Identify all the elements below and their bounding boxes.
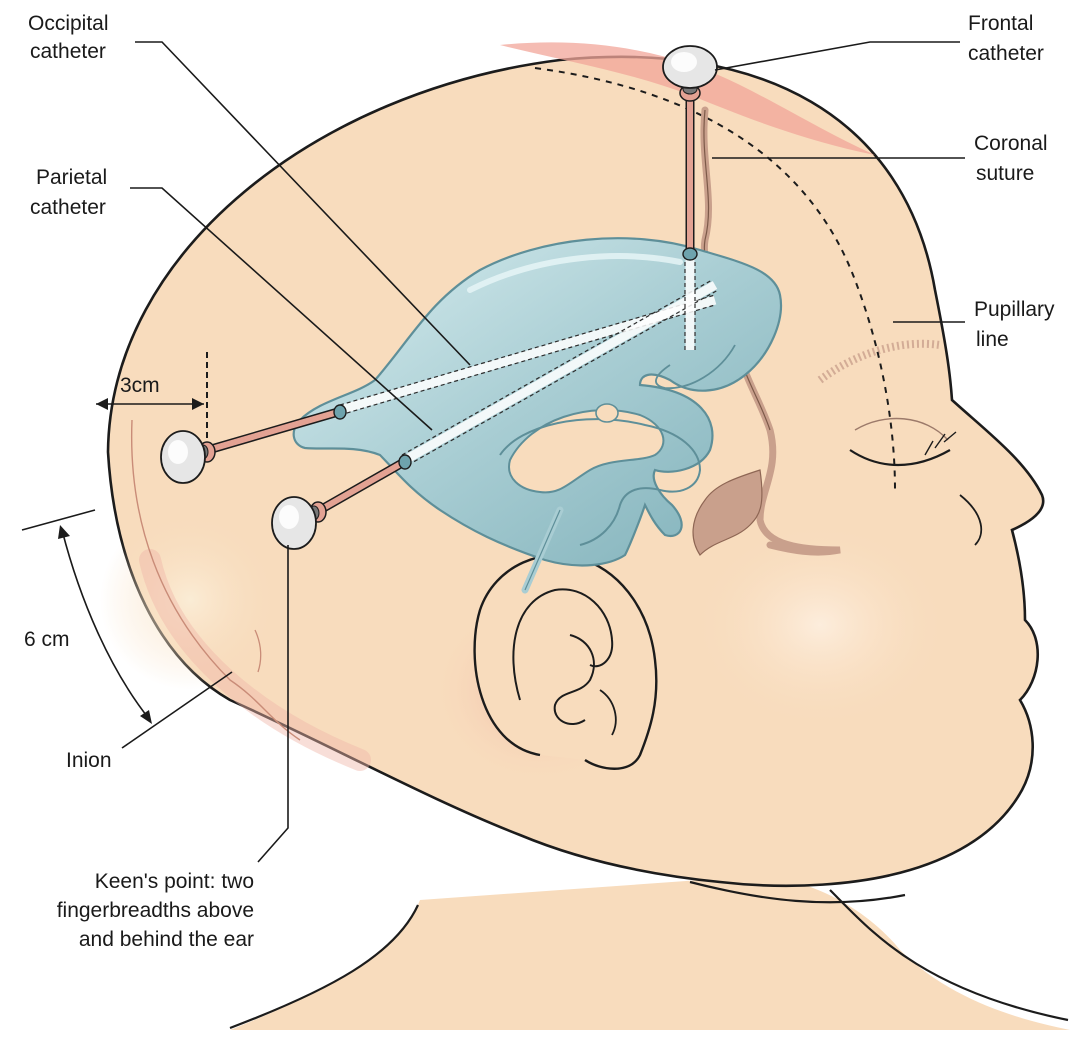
eyelid-crease bbox=[854, 417, 949, 441]
pupillary-line-label-line1: Pupillary bbox=[974, 298, 1055, 321]
6cm-extension-line bbox=[21, 509, 96, 531]
inion-leader bbox=[121, 671, 233, 749]
fontanel-blush bbox=[500, 42, 875, 155]
foramen-of-monro bbox=[595, 403, 619, 423]
inion-label: Inion bbox=[66, 749, 112, 772]
eye-region bbox=[817, 339, 957, 466]
occipital-catheter-label-line2: catheter bbox=[30, 40, 106, 63]
vessel-branch-plexus bbox=[692, 469, 763, 556]
coronal-suture-line bbox=[534, 67, 896, 491]
parietal-catheter-reservoir bbox=[271, 496, 327, 550]
frontal-catheter-label-line1: Frontal bbox=[968, 12, 1033, 35]
keens-point-label-line2: fingerbreadths above bbox=[57, 899, 254, 922]
throat-line bbox=[829, 889, 1069, 1022]
measurement-6cm bbox=[21, 509, 152, 724]
occipital-catheter-tube-fill bbox=[205, 409, 341, 453]
ventricle-temporal-horn bbox=[499, 418, 702, 546]
coronal-suture-label-line1: Coronal bbox=[974, 132, 1048, 155]
parietal-track-edge bbox=[401, 279, 719, 466]
measurement-3cm bbox=[96, 352, 208, 440]
occipital-catheter-label-line1: Occipital bbox=[28, 12, 109, 35]
ventricle-stem-edge bbox=[524, 509, 561, 591]
parietal-track bbox=[402, 281, 718, 464]
neck-line bbox=[229, 904, 419, 1030]
ear bbox=[473, 553, 658, 770]
ear-helix bbox=[512, 588, 614, 701]
parietal-leader bbox=[130, 187, 433, 431]
catheter-tracks bbox=[338, 255, 719, 466]
frontal-catheter-label-line2: catheter bbox=[968, 42, 1044, 65]
neck-crease bbox=[254, 629, 262, 673]
occipital-contour bbox=[130, 419, 301, 741]
labels: Occipital catheter Parietal catheter Fro… bbox=[24, 12, 1055, 951]
leader-lines bbox=[121, 41, 965, 863]
3cm-arrow-left-head bbox=[96, 398, 108, 410]
occipital-blush bbox=[139, 549, 371, 771]
nose bbox=[959, 494, 983, 546]
occipital-leader bbox=[135, 41, 471, 366]
ventricle-highlight bbox=[467, 253, 683, 293]
parietal-catheter-tube-fill bbox=[317, 459, 407, 513]
occipital-highlight bbox=[100, 510, 280, 690]
neck-shoulder bbox=[230, 874, 1070, 1030]
occipital-catheter-tip bbox=[333, 404, 347, 420]
frontal-catheter bbox=[662, 45, 718, 261]
eyebrow bbox=[817, 339, 941, 384]
3cm-arrow-right-head bbox=[192, 398, 204, 410]
frontal-catheter-reservoir bbox=[662, 45, 718, 102]
frontal-catheter-tip bbox=[682, 247, 698, 261]
keens-point-label-line3: and behind the ear bbox=[79, 928, 254, 951]
frontal-leader bbox=[714, 41, 960, 71]
keens-point-label-line1: Keen's point: two bbox=[95, 870, 254, 893]
parietal-catheter-label-line2: catheter bbox=[30, 196, 106, 219]
6cm-arrow-top-head bbox=[58, 525, 70, 539]
jaw-line bbox=[689, 880, 906, 904]
cheek-highlight bbox=[690, 520, 950, 730]
frontal-track-edge bbox=[684, 255, 696, 350]
ear-antihelix bbox=[553, 634, 595, 725]
parietal-catheter-label-line1: Parietal bbox=[36, 166, 107, 189]
coronal-suture-label-line2: suture bbox=[976, 162, 1034, 185]
parietal-catheter-tip bbox=[398, 454, 412, 470]
pupillary-line-label-line2: line bbox=[976, 328, 1009, 351]
distance-6cm-label: 6 cm bbox=[24, 628, 70, 651]
keens-leader bbox=[257, 545, 289, 863]
ear-lobe-fold bbox=[599, 689, 617, 736]
6cm-arc bbox=[61, 529, 151, 721]
frontal-horn-curl bbox=[655, 344, 736, 389]
closed-eye bbox=[849, 449, 951, 466]
occipital-catheter bbox=[160, 404, 347, 484]
eyelashes bbox=[924, 431, 957, 456]
ear-outer bbox=[473, 553, 658, 770]
ventricle-inner-hole bbox=[508, 409, 665, 494]
6cm-arrow-bottom-head bbox=[140, 710, 152, 724]
distance-3cm-label: 3cm bbox=[120, 374, 160, 397]
occipital-catheter-reservoir bbox=[160, 430, 216, 484]
parietal-catheter bbox=[271, 454, 412, 550]
